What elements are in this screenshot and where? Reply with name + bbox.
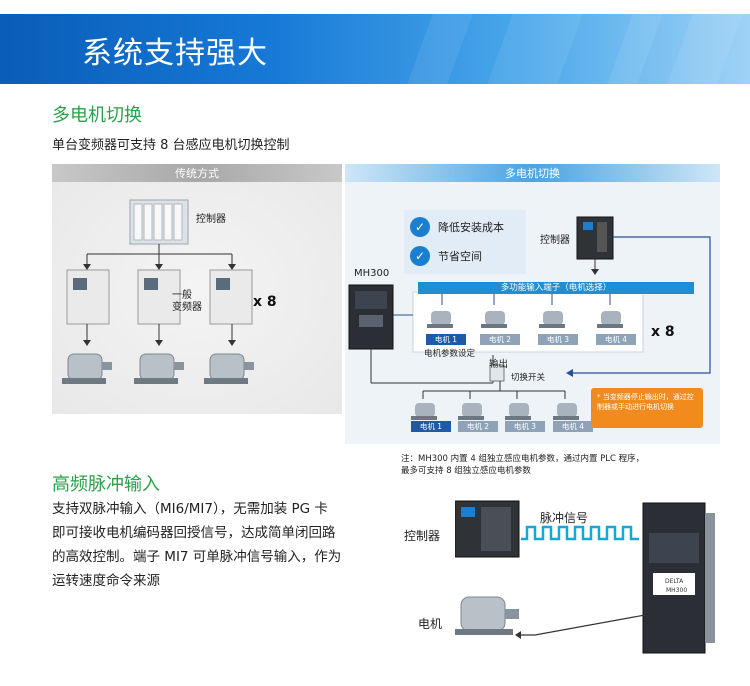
pulse-desc-line: 的高效控制。端子 MI7 可单脉冲信号输入，作为 [52,549,342,565]
output-label: 输出 [489,359,509,370]
drive-model-text: MH300 [666,587,687,594]
param-setting-label: 电机参数设定 [424,349,476,359]
motor-icon [597,311,623,328]
inverter-icon [66,269,110,325]
check-icon: ✓ [410,217,430,237]
switch-label: 切换开关 [511,373,546,383]
motor-icon [455,596,519,635]
plc-controller-icon [129,199,189,245]
pulse-diagram: DELTA MH300 [455,500,715,654]
motor-tag: 电机 4 [596,334,636,345]
motor-tag: 电机 2 [458,421,498,432]
header-banner: 系统支持强大 [0,14,750,84]
inverter-icon [209,269,253,325]
footnote-line-1: 注：MH300 内置 4 组独立感应电机参数，通过内置 PLC 程序， [401,454,645,464]
motor-tag: 电机 1 [426,334,466,345]
pulse-waveform [521,525,639,541]
traditional-diagram [62,199,254,384]
switch-icon [489,364,505,382]
left-controller-label: 控制器 [196,214,226,225]
plc-controller-icon [576,216,614,260]
motor-tag: 电机 3 [505,421,545,432]
pulse-controller-label: 控制器 [404,529,441,543]
drive-brand-text: DELTA [665,578,684,585]
pulse-signal-label: 脉冲信号 [540,511,589,525]
mh300-label: MH300 [354,268,390,279]
motor-icon [204,353,254,384]
page-title: 系统支持强大 [82,36,268,71]
pulse-motor-label: 电机 [418,617,443,631]
motor-icon [539,311,565,328]
motor-icon [458,403,484,420]
motor-tag: 电机 2 [480,334,520,345]
multi-motor-label: 多电机切换 [345,164,720,182]
motor-icon [134,353,184,384]
mh300-drive-icon [348,284,394,350]
pulse-desc-line: 即可接收电机编码器回授信号，达成简单闭回路 [52,525,336,541]
benefit-label: 降低安装成本 [438,221,504,234]
motor-tag: 电机 3 [538,334,578,345]
motor-tag: 电机 1 [411,421,451,432]
motor-icon [553,403,579,420]
pulse-desc-line: 运转速度命令来源 [52,573,160,589]
input-terminal-bar: 多功能输入端子（电机选择） [418,282,694,294]
pulse-description: 支持双脉冲输入（MI6/MI7），无需加装 PG 卡 即可接收电机编码器回授信号… [52,497,372,593]
section-heading-pulse: 高频脉冲输入 [52,474,160,495]
benefit-item: ✓ 降低安装成本 [410,213,520,241]
motor-icon [427,311,453,328]
footnote-line-2: 最多可支持 8 组独立感应电机参数 [401,466,531,476]
left-inverter-label: 一般 变频器 [172,290,202,313]
left-times-label: x 8 [253,294,277,310]
mh300-drive-icon [642,502,715,654]
warning-note: * 当变频器停止输出时，通过控制器或手动进行电机切换 [591,388,703,428]
section-description: 单台变频器可支持 8 台感应电机切换控制 [52,138,290,153]
benefit-label: 节省空间 [438,250,482,263]
section-heading-multi-motor: 多电机切换 [52,105,142,126]
motor-icon [62,353,112,384]
plc-controller-icon [455,500,520,558]
traditional-label: 传统方式 [52,164,342,182]
check-icon: ✓ [410,246,430,266]
motor-icon [481,311,507,328]
pulse-desc-line: 支持双脉冲输入（MI6/MI7），无需加装 PG 卡 [52,501,328,517]
benefit-item: ✓ 节省空间 [410,242,520,270]
right-controller-label: 控制器 [540,235,570,246]
motor-tag: 电机 4 [553,421,593,432]
motor-icon [411,403,437,420]
right-times-label: x 8 [651,324,675,340]
inverter-icon [137,269,181,325]
motor-icon [505,403,531,420]
